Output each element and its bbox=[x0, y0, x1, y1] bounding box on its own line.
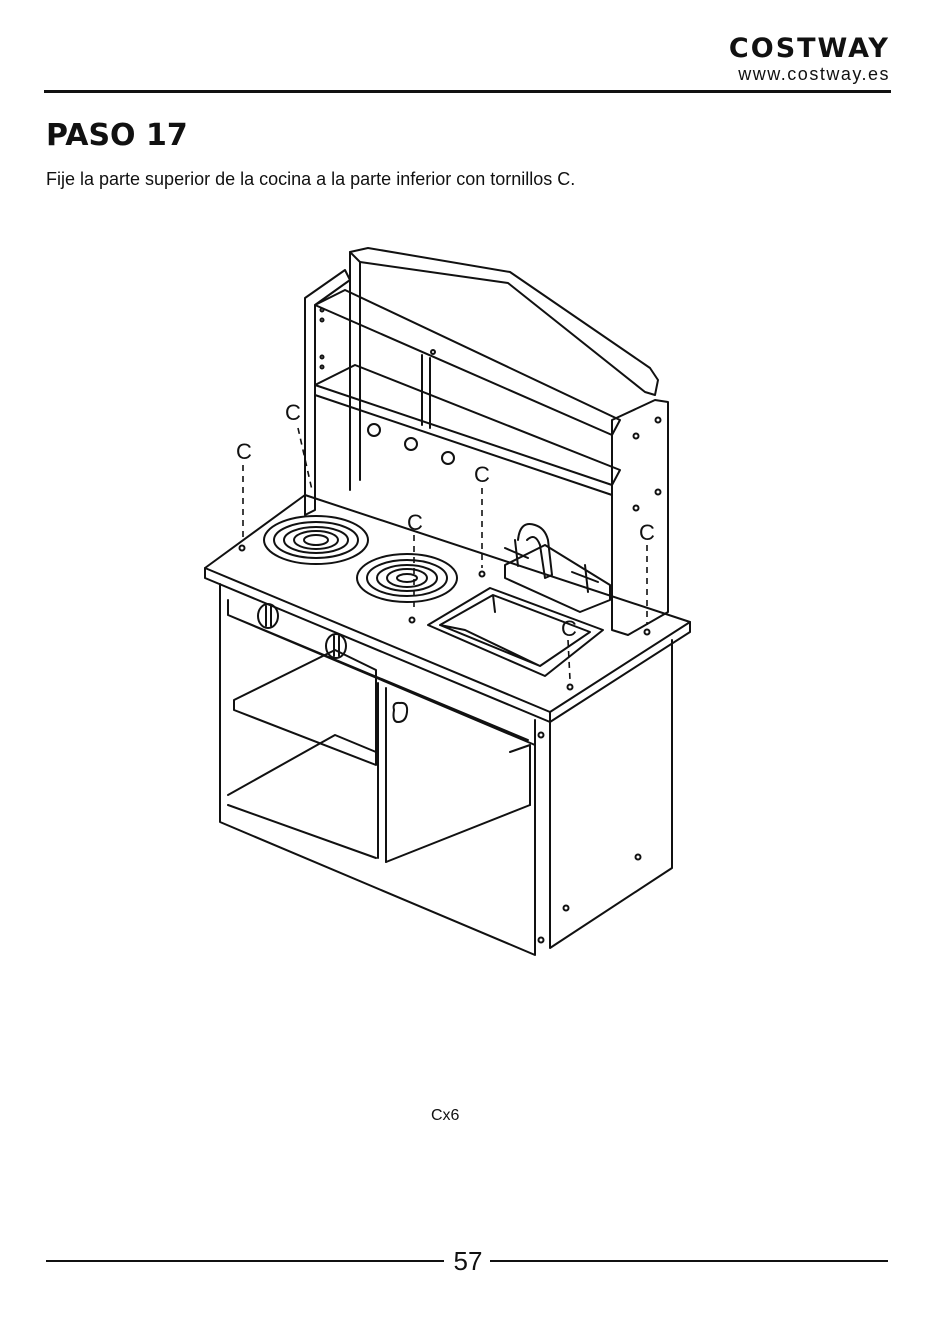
door-latch bbox=[394, 703, 408, 722]
screw-label: C bbox=[285, 400, 301, 425]
hutch-back-panel bbox=[350, 252, 360, 490]
burner-right bbox=[357, 554, 457, 602]
footer-divider-right bbox=[490, 1260, 888, 1262]
hutch-left-side bbox=[305, 270, 350, 515]
screw-label: C bbox=[236, 439, 252, 464]
cabinet-divider bbox=[378, 683, 386, 862]
screw-label: C bbox=[561, 616, 577, 641]
hutch-top-board bbox=[350, 248, 658, 395]
screw-label: C bbox=[407, 510, 423, 535]
screw-label: C bbox=[474, 462, 490, 487]
stove-knob-right bbox=[326, 634, 346, 658]
screw-quantity: Cx6 bbox=[431, 1106, 459, 1126]
page-number: 57 bbox=[447, 1246, 489, 1276]
footer-divider-left bbox=[46, 1260, 444, 1262]
cabinet-control-panel bbox=[228, 600, 535, 745]
stove-knob-left bbox=[258, 604, 278, 628]
cabinet-back-edge bbox=[510, 745, 530, 805]
burner-left bbox=[264, 516, 368, 564]
screw-label: C bbox=[639, 520, 655, 545]
